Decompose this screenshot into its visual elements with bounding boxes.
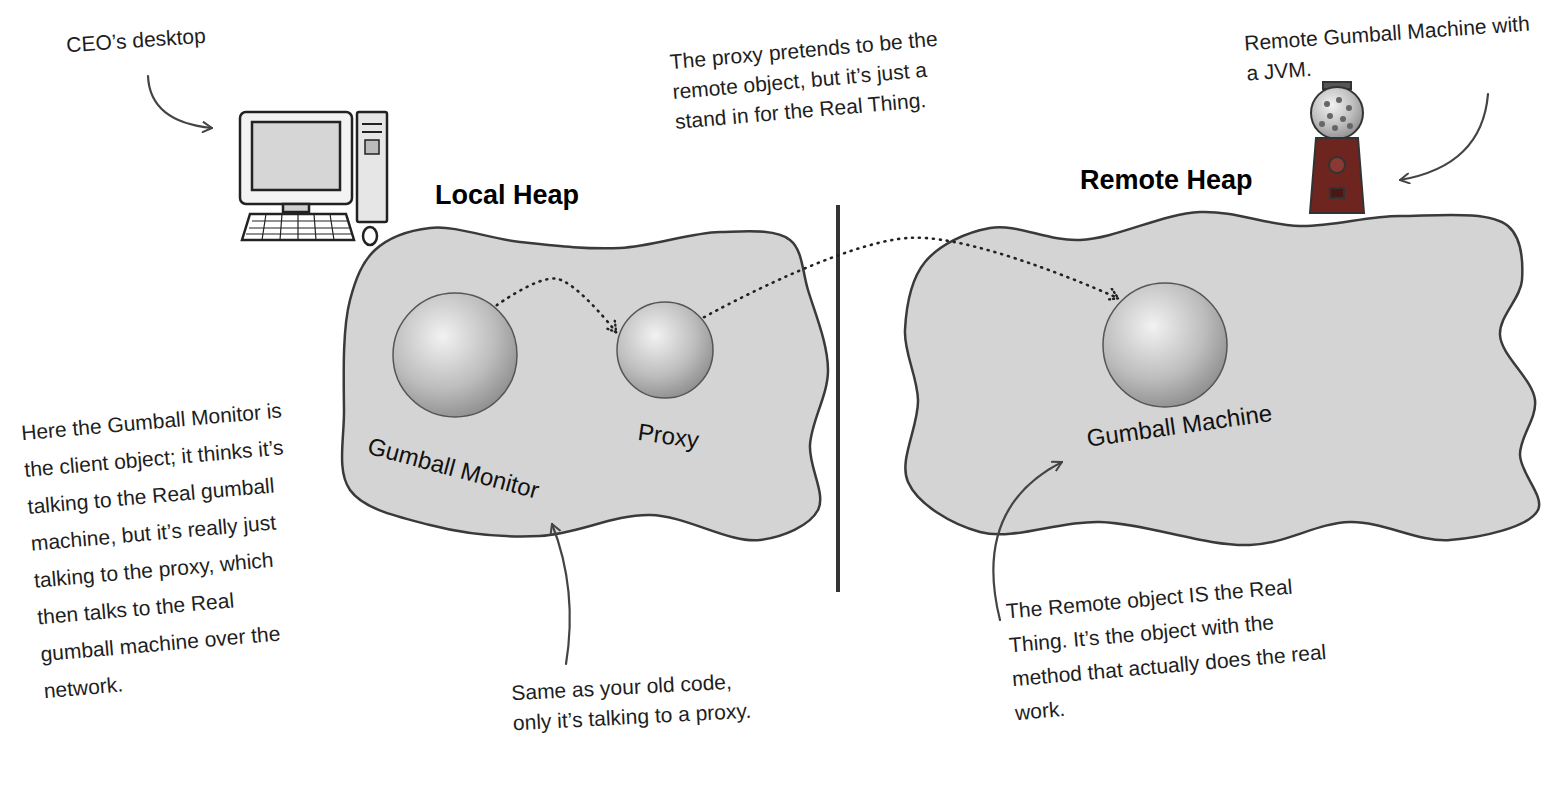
annotation-note: Remote Gumball Machine with a JVM. xyxy=(1243,8,1546,89)
network-divider xyxy=(836,205,840,592)
computer-icon xyxy=(240,112,387,245)
object-label: Proxy xyxy=(636,418,701,454)
object-circle-shape xyxy=(617,302,713,398)
note-wrap: Remote Gumball Machine with a JVM. xyxy=(1245,18,1545,78)
heap-heading: Local Heap xyxy=(435,180,579,211)
object-circle-shape xyxy=(615,300,715,400)
object-circle-shape xyxy=(391,291,519,419)
heap-region: Remote HeapGumball Machine xyxy=(890,150,1550,555)
gumball-machine-icon xyxy=(1310,82,1364,213)
note-wrap: Here the Gumball Monitor is the client o… xyxy=(32,402,302,698)
heap-heading: Remote Heap xyxy=(1080,165,1253,196)
heap-outline xyxy=(905,212,1539,545)
object-circle: Gumball Monitor xyxy=(360,290,600,520)
annotation-note: The Remote object IS the Real Thing. It’… xyxy=(1005,566,1346,730)
annotation-note: Same as your old code, only it’s talking… xyxy=(511,666,754,738)
heap-outline xyxy=(342,228,828,541)
object-circle: Proxy xyxy=(610,300,760,460)
annotation-note: Here the Gumball Monitor is the client o… xyxy=(20,391,315,709)
object-label: Gumball Machine xyxy=(1085,399,1274,453)
object-circle-shape xyxy=(1103,283,1227,407)
object-label: Gumball Monitor xyxy=(365,432,542,505)
heap-region: Local HeapGumball Monitor Proxy xyxy=(340,160,835,555)
note-wrap: CEO’s desktop xyxy=(66,22,306,52)
note-wrap: The Remote object IS the Real Thing. It’… xyxy=(1010,580,1340,716)
object-circle-shape xyxy=(1101,281,1229,409)
leader-arrow xyxy=(552,524,570,664)
note-wrap: The proxy pretends to be the remote obje… xyxy=(672,34,972,124)
object-circle: Gumball Machine xyxy=(1070,280,1330,480)
leader-arrow xyxy=(1400,94,1488,180)
object-circle-shape xyxy=(393,293,517,417)
annotation-note: CEO’s desktop xyxy=(65,14,307,61)
annotation-note: The proxy pretends to be the remote obje… xyxy=(669,21,976,137)
note-wrap: Same as your old code, only it’s talking… xyxy=(512,672,752,732)
leader-arrow xyxy=(148,76,212,128)
